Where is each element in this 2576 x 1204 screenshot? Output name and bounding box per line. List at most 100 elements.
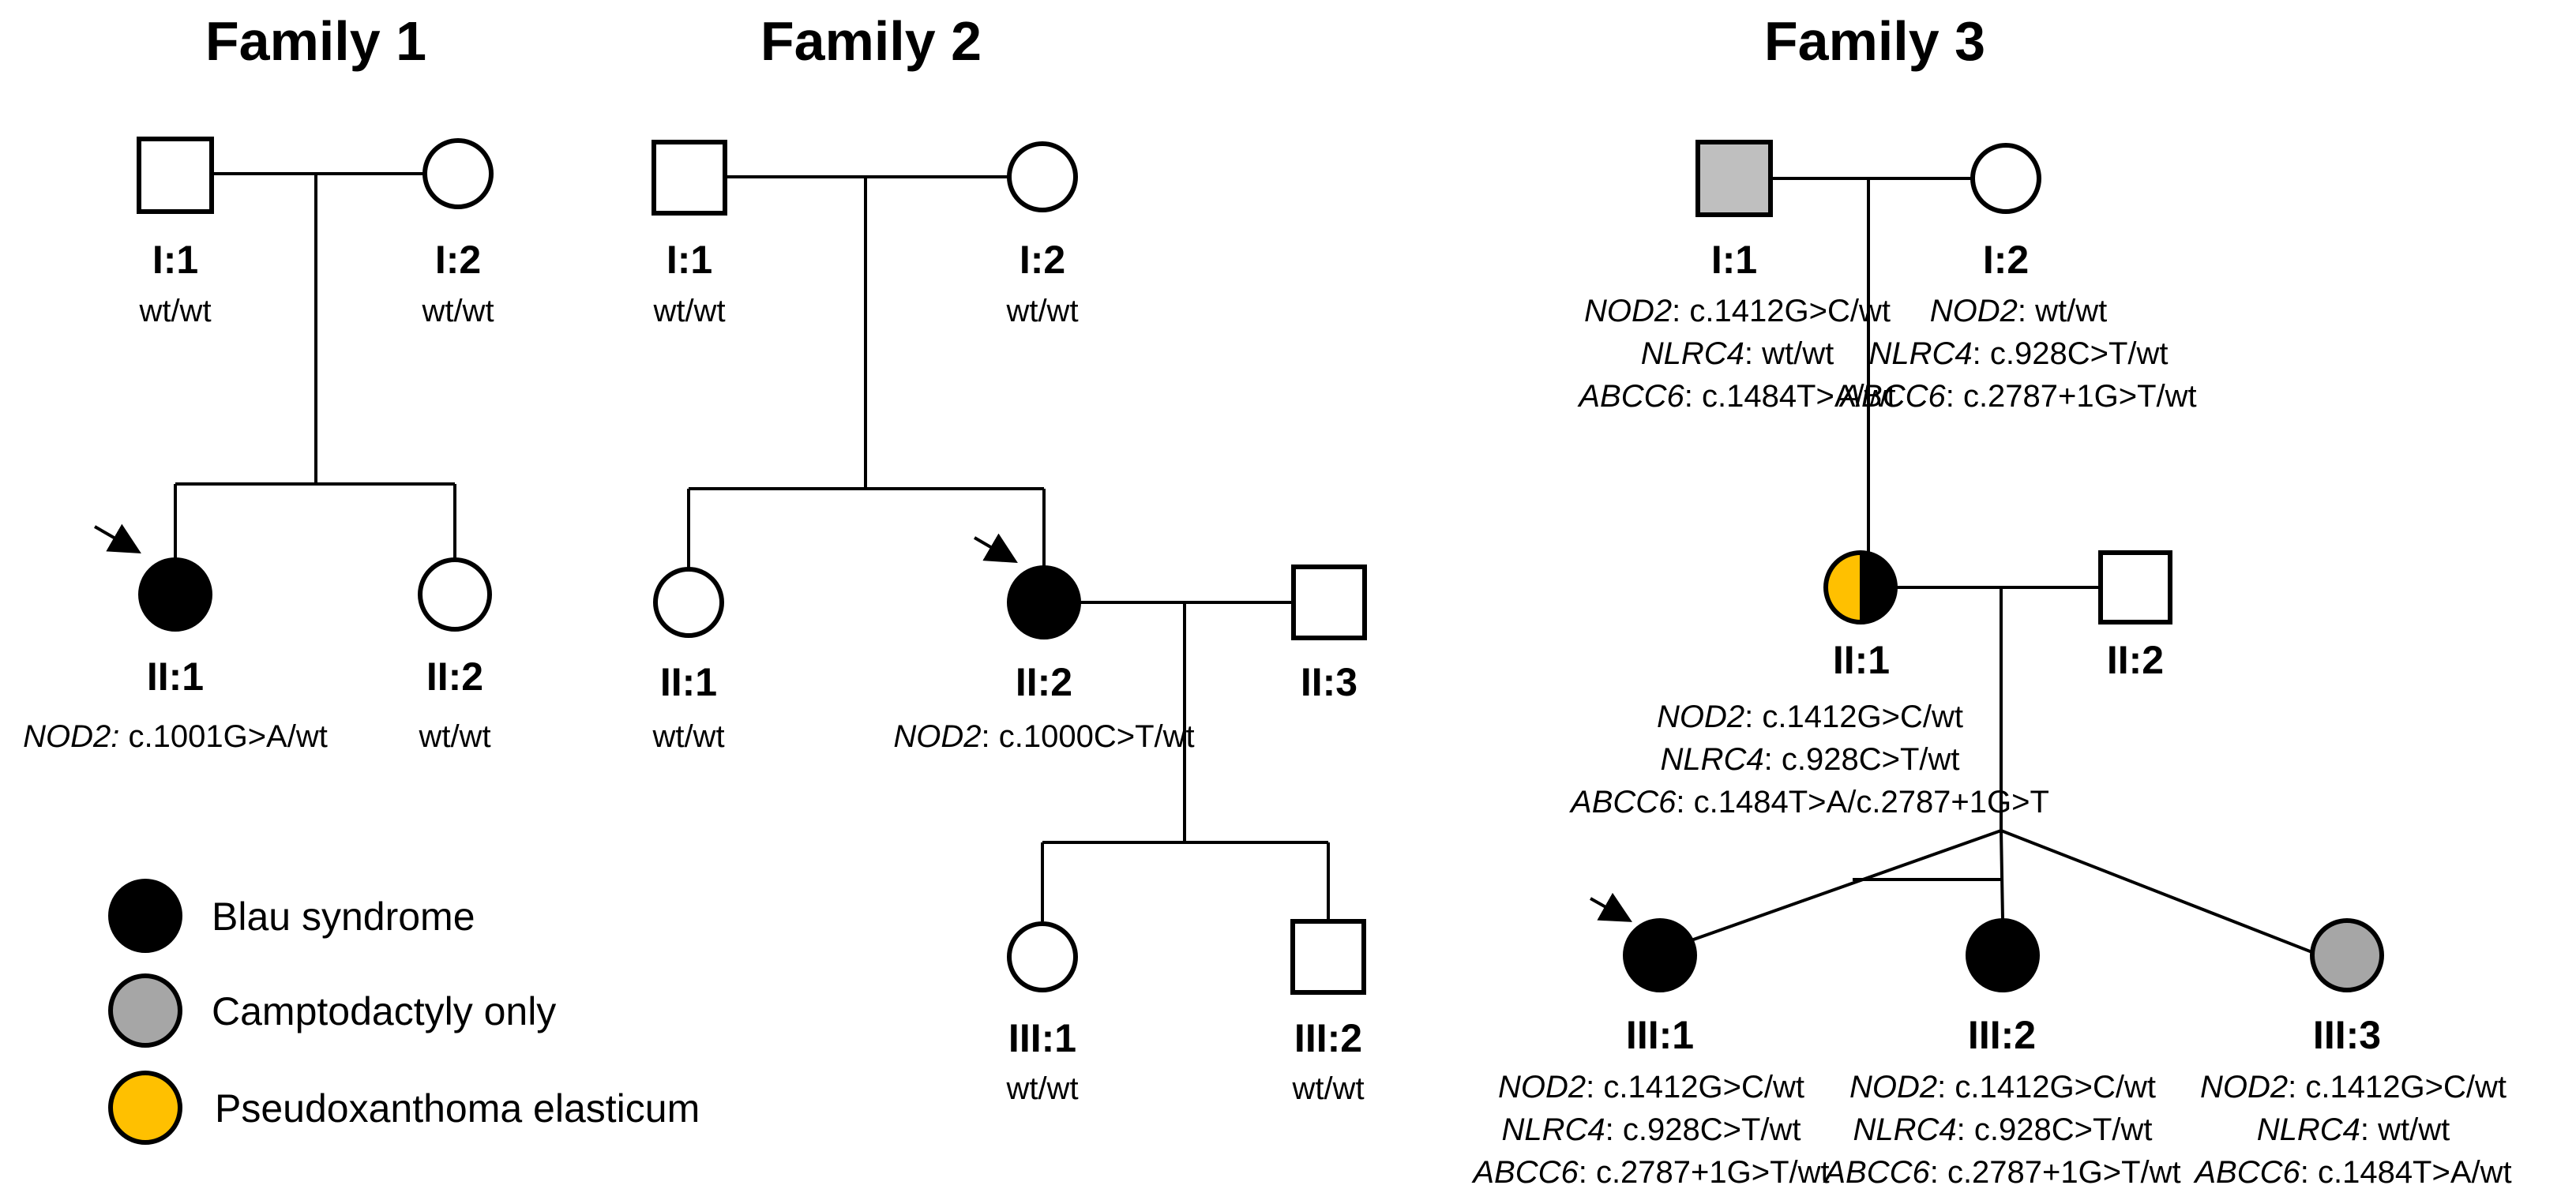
legend-swatch [108,973,182,1048]
gene-name: NOD2 [2200,1070,2288,1105]
genotype-block: wt/wt [1291,1071,1364,1106]
genotype-line: wt/wt [652,719,724,754]
genotype-value: wt/wt [1005,1071,1078,1106]
genotype-value: : c.1412G>C/wt [1672,294,1891,328]
genotype-line: NOD2: c.1000C>T/wt [893,719,1194,754]
genotype-block: wt/wt [418,719,490,754]
individual-id: II:1 [147,655,204,699]
gene-name: NLRC4 [1660,742,1763,777]
genotype-block: NOD2: c.1001G>A/wt [23,719,328,754]
genotype-line: NLRC4: wt/wt [2257,1112,2450,1147]
gene-name: NOD2 [1657,700,1744,734]
genotype-value: : c.928C>T/wt [1973,336,2169,371]
individual-id: I:2 [435,238,481,282]
individual-id: II:2 [426,655,483,699]
legend-item-blau: Blau syndrome [108,879,475,953]
individual-id: II:1 [660,660,717,704]
legend-item-pxe: Pseudoxanthoma elasticum [108,1071,700,1145]
symbol-outline [1823,550,1898,625]
gene-name: NLRC4 [1641,336,1744,371]
proband-arrow [94,523,141,553]
genotype-value: : c.928C>T/wt [1605,1112,1801,1147]
genotype-line: NOD2: c.1412G>C/wt [1849,1070,2156,1105]
individual-id: III:1 [1626,1013,1694,1057]
genotype-line: wt/wt [421,294,494,328]
female-unaffected-symbol [653,567,724,638]
genotype-line: wt/wt [1005,294,1078,328]
genotype-line: ABCC6: c.2787+1G>T/wt [1838,379,2196,414]
genotype-value: : c.2787+1G>T/wt [1930,1155,2181,1190]
female-affected-blau-symbol [1966,918,2040,992]
genotype-line: ABCC6: c.1484T>A/c.2787+1G>T [1569,785,2049,820]
gene-name: ABCC6 [1823,1155,1930,1190]
genotype-line: NLRC4: c.928C>T/wt [1501,1112,1801,1147]
female-unaffected-symbol [1007,141,1078,212]
individual-id: III:1 [1008,1016,1076,1060]
family-3-title: Family 3 [1764,10,1985,72]
legend-swatch [108,879,182,953]
individual-id: II:3 [1301,660,1357,704]
genotype-value: wt/wt [418,719,490,754]
legend-swatch [108,1071,182,1145]
legend: Blau syndrome Camptodactyly only Pseudox… [108,879,700,1145]
female-unaffected-symbol [1007,921,1078,992]
individual-id: II:1 [1833,638,1890,682]
female-affected-blau-symbol [1007,565,1081,640]
genotype-value: : wt/wt [2018,294,2107,328]
gene-name: ABCC6 [1471,1155,1579,1190]
genotype-value: : c.1412G>C/wt [1744,700,1963,734]
proband-arrow [973,533,1018,564]
individual-id: I:1 [1711,238,1757,282]
individual-id: II:2 [1016,660,1072,704]
legend-item-camptodactyly: Camptodactyly only [108,973,556,1048]
female-unaffected-symbol [418,557,492,632]
genotype-line: NLRC4: c.928C>T/wt [1660,742,1959,777]
family-1: I:1 I:2 II:1 II:2 wt/wt wt/wt NOD2: c.10… [23,137,494,754]
genotype-value: : c.2787+1G>T/wt [1579,1155,1830,1190]
gene-name: NLRC4 [1853,1112,1956,1147]
genotype-line: NLRC4: c.928C>T/wt [1868,336,2168,371]
genotype-line: wt/wt [138,294,211,328]
genotype-value: : wt/wt [2360,1112,2450,1147]
gene-name: ABCC6 [1569,785,1677,820]
female-unaffected-symbol [1970,143,2041,214]
twin-line [2000,830,2004,920]
genotype-block: wt/wt [1005,294,1078,328]
gene-name: NOD2: [23,719,119,754]
genotype-value: : c.1000C>T/wt [982,719,1195,754]
genotype-value: : wt/wt [1744,336,1834,371]
individual-id: III:3 [2313,1013,2381,1057]
genotype-line: ABCC6: c.2787+1G>T/wt [1823,1155,2180,1190]
male-unaffected-symbol [652,140,727,216]
individual-id: I:1 [667,238,712,282]
gene-name: NOD2 [1849,1070,1937,1105]
female-unaffected-symbol [422,138,494,209]
female-camptodactyly-symbol [2310,918,2384,992]
genotype-value: wt/wt [652,719,724,754]
genotype-value: : c.1412G>C/wt [2288,1070,2507,1105]
genotype-value: : c.2787+1G>T/wt [1946,379,2197,414]
genotype-line: wt/wt [652,294,725,328]
genotype-value: : c.1484T>A/wt [1684,379,1896,414]
sibling-line [2000,829,2321,957]
genotype-value: c.1001G>A/wt [119,719,327,754]
genotype-block: wt/wt [652,719,724,754]
genotype-line: NOD2: wt/wt [1930,294,2107,328]
genotype-line: wt/wt [1005,1071,1078,1106]
gene-name: NOD2 [893,719,981,754]
genotype-line: ABCC6: c.1484T>A/wt [2193,1155,2511,1190]
genotype-value: wt/wt [421,294,494,328]
family-2-title: Family 2 [760,10,982,72]
genotype-line: NOD2: c.1412G>C/wt [1584,294,1891,328]
gene-name: ABCC6 [1577,379,1684,414]
genotype-value: : c.928C>T/wt [1764,742,1960,777]
family-3: I:1 I:2 II:1 II:2 III:1 III:2 III:3 NOD2… [1471,140,2512,1190]
genotype-value: wt/wt [138,294,211,328]
genotype-block: wt/wt [138,294,211,328]
genotype-value: : c.1484T>A/c.2787+1G>T [1676,785,2049,820]
